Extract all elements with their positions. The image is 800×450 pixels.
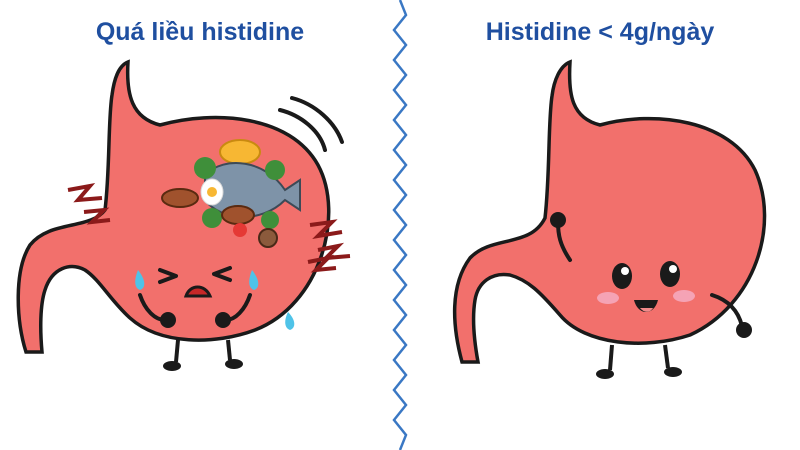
sad-overfull-stomach-icon	[16, 59, 351, 371]
pain-mark-icon	[307, 254, 337, 273]
tongue	[640, 308, 653, 312]
sad-mouth-icon	[183, 285, 213, 298]
squinting-eye-icon	[212, 266, 232, 282]
pain-mark-icon	[67, 183, 103, 203]
motion-line-icon	[278, 108, 327, 152]
leg	[226, 339, 232, 361]
sausage-icon	[221, 205, 255, 225]
right-panel: Histidine < 4g/ngày	[400, 0, 800, 450]
sausage-icon	[161, 188, 199, 208]
broccoli-icon	[265, 160, 285, 180]
motion-line-icon	[290, 96, 344, 144]
blush-icon	[597, 292, 619, 304]
zigzag-divider	[392, 0, 408, 450]
hand-icon	[215, 312, 231, 328]
hand-icon	[550, 212, 566, 228]
hand-icon	[160, 312, 176, 328]
tomato-icon	[233, 223, 247, 237]
foot-icon	[225, 359, 243, 369]
egg-yolk-icon	[207, 187, 217, 197]
leg	[608, 344, 614, 371]
eye-highlight	[621, 267, 629, 275]
pain-mark-icon	[317, 242, 351, 261]
zigzag-line	[392, 0, 408, 450]
arm	[710, 293, 744, 328]
squinting-eye-icon	[158, 268, 178, 284]
broccoli-icon	[202, 208, 222, 228]
foot-icon	[163, 361, 181, 371]
sad-face	[135, 266, 295, 330]
right-panel-title: Histidine < 4g/ngày	[485, 18, 715, 46]
leg	[174, 339, 180, 363]
happy-stomach-icon	[452, 59, 767, 379]
tear-icon	[249, 270, 259, 290]
tear-icon	[135, 270, 145, 290]
broccoli-icon	[261, 211, 279, 229]
food-pile-icon	[161, 139, 301, 248]
stomach-body	[452, 59, 767, 364]
left-panel-title: Quá liều histidine	[95, 18, 305, 46]
foot-icon	[596, 369, 614, 379]
pain-mark-icon	[309, 219, 343, 239]
left-panel: Quá liều histidine	[16, 18, 351, 371]
eye-icon	[660, 261, 680, 287]
broccoli-icon	[194, 157, 216, 179]
eye-highlight	[669, 265, 677, 273]
eye-icon	[612, 263, 632, 289]
happy-face	[597, 261, 695, 312]
tear-icon	[285, 312, 295, 330]
meatball-icon	[258, 228, 278, 248]
orange-slice-icon	[219, 139, 261, 165]
pain-mark-icon	[83, 207, 111, 225]
blush-icon	[673, 290, 695, 302]
foot-icon	[664, 367, 682, 377]
hand-icon	[736, 322, 752, 338]
leg	[663, 344, 670, 369]
